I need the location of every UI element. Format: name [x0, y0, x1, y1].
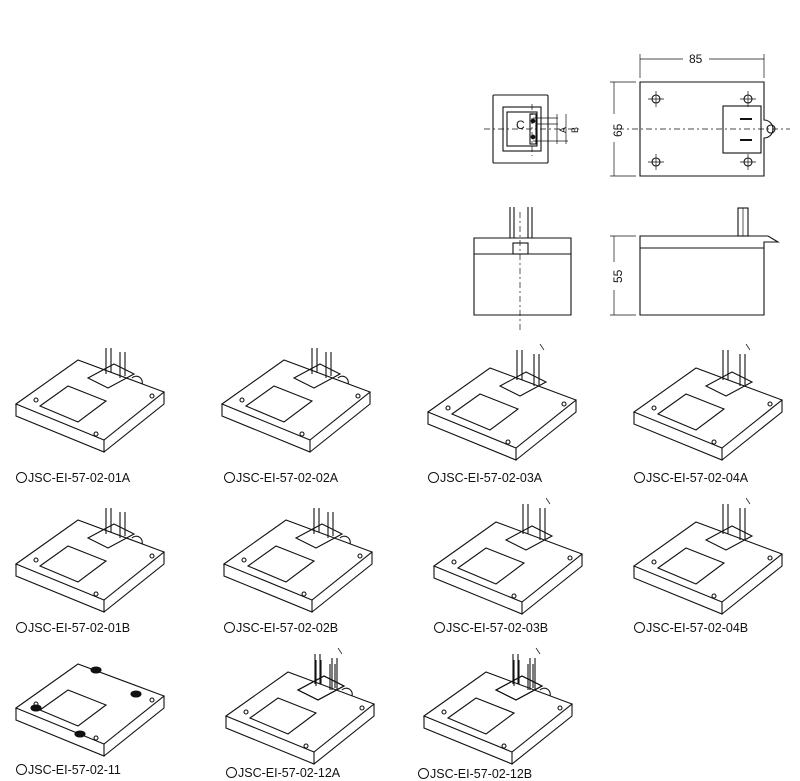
- marker-circle-icon: [16, 622, 27, 633]
- top-view: [610, 54, 790, 177]
- marker-circle-icon: [224, 472, 235, 483]
- marker-circle-icon: [224, 622, 235, 633]
- variant-caption: JSC-EI-57-02-04A: [634, 471, 748, 485]
- variant-03A-sketch: [427, 343, 577, 461]
- variant-caption: JSC-EI-57-02-04B: [634, 621, 748, 635]
- variant-03B-sketch: [433, 497, 583, 615]
- side-view-right: [610, 207, 780, 316]
- marker-circle-icon: [418, 768, 429, 779]
- variant-caption: JSC-EI-57-02-01A: [16, 471, 130, 485]
- side-view-left: [473, 207, 572, 330]
- variant-caption: JSC-EI-57-02-12A: [226, 766, 340, 780]
- variant-01B-sketch: [15, 507, 165, 613]
- variant-11-sketch: [15, 663, 165, 757]
- dim-label-a: A: [558, 127, 568, 133]
- variant-caption: JSC-EI-57-02-02A: [224, 471, 338, 485]
- variant-01A-sketch: [15, 347, 165, 453]
- marker-circle-icon: [634, 622, 645, 633]
- dim-label-c: C: [516, 118, 525, 132]
- variant-label: JSC-EI-57-02-12B: [430, 767, 533, 781]
- variant-02B-sketch: [223, 507, 373, 613]
- variant-12B-sketch: [423, 647, 573, 765]
- variant-12A-sketch: [225, 647, 375, 765]
- variant-caption: JSC-EI-57-02-12B: [418, 767, 532, 781]
- variant-04B-sketch: [633, 497, 783, 615]
- dim-depth: 55: [611, 269, 625, 283]
- variant-label: JSC-EI-57-02-12A: [238, 766, 341, 780]
- variant-caption: JSC-EI-57-02-03B: [434, 621, 548, 635]
- variant-label: JSC-EI-57-02-04A: [646, 471, 749, 485]
- dim-height: 65: [611, 123, 625, 137]
- variant-label: JSC-EI-57-02-02B: [236, 621, 339, 635]
- variant-caption: JSC-EI-57-02-11: [16, 763, 121, 777]
- variant-02A-sketch: [221, 347, 371, 453]
- marker-circle-icon: [226, 767, 237, 778]
- variant-label: JSC-EI-57-02-03B: [446, 621, 549, 635]
- variant-caption: JSC-EI-57-02-03A: [428, 471, 542, 485]
- variant-label: JSC-EI-57-02-02A: [236, 471, 339, 485]
- variant-label: JSC-EI-57-02-04B: [646, 621, 749, 635]
- plug-face-view: [484, 94, 580, 164]
- variant-label: JSC-EI-57-02-01B: [28, 621, 131, 635]
- marker-circle-icon: [634, 472, 645, 483]
- dim-width: 85: [689, 52, 703, 66]
- variant-label: JSC-EI-57-02-11: [28, 763, 121, 777]
- dim-label-b: B: [570, 127, 580, 133]
- variant-label: JSC-EI-57-02-03A: [440, 471, 543, 485]
- marker-circle-icon: [428, 472, 439, 483]
- marker-circle-icon: [16, 764, 27, 775]
- marker-circle-icon: [434, 622, 445, 633]
- variant-04A-sketch: [633, 343, 783, 461]
- marker-circle-icon: [16, 472, 27, 483]
- variant-caption: JSC-EI-57-02-01B: [16, 621, 130, 635]
- variant-label: JSC-EI-57-02-01A: [28, 471, 131, 485]
- variant-caption: JSC-EI-57-02-02B: [224, 621, 338, 635]
